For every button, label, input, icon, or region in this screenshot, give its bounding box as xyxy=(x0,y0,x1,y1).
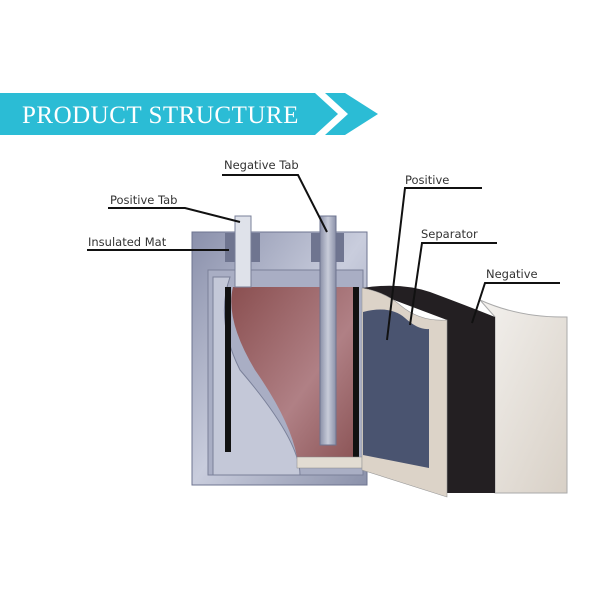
negative-tab xyxy=(319,215,337,446)
separator-label: Separator xyxy=(421,227,478,241)
negative-tab-leader xyxy=(222,174,328,233)
negative-tab-label: Negative Tab xyxy=(224,158,299,172)
positive-layer xyxy=(363,309,429,468)
core-edge xyxy=(225,287,231,452)
positive-leader xyxy=(386,187,482,341)
negative-leader xyxy=(471,282,560,324)
positive-tab-label: Positive Tab xyxy=(110,193,177,207)
negative-layer xyxy=(362,285,495,493)
title-banner: PRODUCT STRUCTURE xyxy=(0,93,378,135)
negative-label: Negative xyxy=(486,267,538,281)
insulated-mat-label: Insulated Mat xyxy=(88,235,167,249)
positive-label: Positive xyxy=(405,173,449,187)
white-layer xyxy=(479,299,568,494)
positive-tab xyxy=(234,215,252,288)
banner-title: PRODUCT STRUCTURE xyxy=(22,102,299,129)
banner-arrow xyxy=(0,93,338,135)
chevron-right-icon xyxy=(325,93,378,135)
separator-leader xyxy=(409,242,497,326)
bottom-separator xyxy=(296,456,363,469)
core-edge-right xyxy=(353,287,359,457)
positive-tab-leader xyxy=(108,207,241,223)
